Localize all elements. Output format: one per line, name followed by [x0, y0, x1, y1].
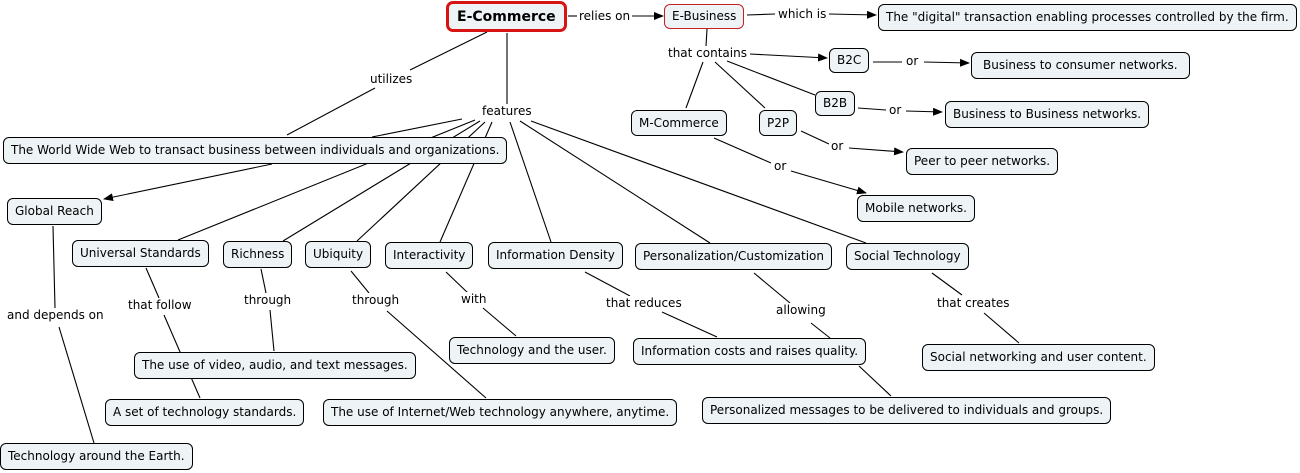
line-or-p2p-desc	[848, 147, 904, 156]
line-b2b-or	[857, 107, 887, 111]
node-universal-standards[interactable]: Universal Standards	[72, 240, 209, 267]
line-reduces-infocosts	[661, 311, 718, 338]
node-mobile-networks[interactable]: Mobile networks.	[857, 195, 975, 222]
link-label-or-mobile: or	[772, 159, 789, 173]
line-us-follow	[145, 267, 160, 299]
link-label-which-is: which is	[776, 7, 829, 21]
node-b2c[interactable]: B2C	[829, 48, 870, 73]
line-or-mobile-desc	[790, 170, 867, 195]
node-mcommerce[interactable]: M-Commerce	[631, 110, 727, 136]
line-features-infodensity	[509, 121, 552, 243]
link-label-relies-on: relies on	[577, 9, 633, 23]
node-information-costs[interactable]: Information costs and raises quality.	[633, 338, 867, 365]
line-ebusiness-contains	[705, 28, 708, 47]
line-contains-b2b	[726, 60, 816, 96]
line-allowing-infocosts	[810, 322, 831, 339]
node-ecommerce[interactable]: E-Commerce	[446, 1, 567, 32]
node-p2p[interactable]: P2P	[759, 110, 798, 136]
line-contains-b2c	[749, 53, 828, 62]
link-label-utilizes: utilizes	[368, 72, 415, 86]
line-globalreach-depends	[52, 225, 56, 309]
link-label-through-ubiquity: through	[350, 293, 402, 307]
link-label-through-richness: through	[242, 293, 294, 307]
line-contains-p2p	[714, 61, 766, 109]
link-label-features: features	[480, 104, 534, 118]
node-social-networking[interactable]: Social networking and user content.	[922, 344, 1155, 371]
node-technology-user[interactable]: Technology and the user.	[449, 337, 615, 364]
link-label-and-depends-on: and depends on	[5, 308, 106, 322]
node-ubiquity[interactable]: Ubiquity	[305, 241, 372, 268]
node-global-reach[interactable]: Global Reach	[7, 198, 102, 225]
link-label-or-b2c: or	[904, 54, 921, 68]
line-ubiquity-through	[350, 270, 370, 294]
node-b2b[interactable]: B2B	[815, 91, 856, 116]
line-ebusiness-whichis	[746, 13, 776, 16]
line-infodensity-reduces	[584, 271, 631, 297]
line-mcommerce-or	[713, 137, 772, 164]
line-social-creates	[931, 272, 963, 296]
node-world-wide-web[interactable]: The World Wide Web to transact business …	[3, 137, 508, 164]
line-contains-mcommerce	[685, 61, 704, 109]
link-label-with: with	[459, 292, 489, 306]
line-personalization-allowing	[753, 272, 791, 304]
node-technology-earth[interactable]: Technology around the Earth.	[0, 443, 193, 470]
link-label-or-b2b: or	[887, 103, 904, 117]
node-information-density[interactable]: Information Density	[488, 242, 623, 269]
line-richness-through	[260, 268, 267, 294]
line-interactivity-with	[445, 271, 469, 294]
line-infocosts-personalized	[858, 365, 892, 397]
line-whichis-digital	[828, 10, 877, 19]
node-technology-standards[interactable]: A set of technology standards.	[105, 399, 305, 426]
node-b2b-networks[interactable]: Business to Business networks.	[945, 101, 1150, 128]
line-with-techuser	[482, 307, 517, 337]
line-utilizes-www	[286, 87, 376, 136]
node-richness[interactable]: Richness	[223, 241, 293, 268]
node-personalized-messages[interactable]: Personalized messages to be delivered to…	[702, 397, 1112, 424]
link-label-that-creates: that creates	[935, 296, 1012, 310]
line-features-social	[530, 120, 867, 244]
line-features-personalization	[519, 120, 711, 244]
link-label-that-follow: that follow	[126, 298, 194, 312]
node-b2c-networks[interactable]: Business to consumer networks.	[971, 52, 1190, 79]
link-label-or-p2p: or	[829, 139, 846, 153]
node-personalization[interactable]: Personalization/Customization	[635, 243, 832, 270]
line-features-www	[371, 118, 463, 138]
node-social-technology[interactable]: Social Technology	[846, 243, 969, 270]
node-internet-anywhere[interactable]: The use of Internet/Web technology anywh…	[323, 399, 678, 426]
node-digital-transaction[interactable]: The "digital" transaction enabling proce…	[878, 4, 1297, 31]
line-or-b2b-desc	[905, 107, 943, 116]
line-through-internet	[386, 310, 487, 399]
link-label-that-contains: that contains	[666, 46, 749, 60]
line-www-globalreach	[103, 163, 273, 202]
link-label-that-reduces: that reduces	[604, 296, 684, 310]
node-video-audio-text[interactable]: The use of video, audio, and text messag…	[134, 352, 416, 379]
line-or-b2c-desc	[923, 58, 970, 67]
line-p2p-or	[800, 130, 830, 145]
line-through-video	[269, 309, 275, 352]
node-ebusiness[interactable]: E-Business	[664, 4, 745, 29]
line-depends-earth	[58, 326, 95, 444]
node-p2p-networks[interactable]: Peer to peer networks.	[906, 148, 1059, 175]
line-ecommerce-utilizes	[409, 31, 488, 71]
node-interactivity[interactable]: Interactivity	[385, 242, 474, 269]
link-label-allowing: allowing	[774, 303, 828, 317]
line-creates-socialnet	[983, 312, 1020, 344]
